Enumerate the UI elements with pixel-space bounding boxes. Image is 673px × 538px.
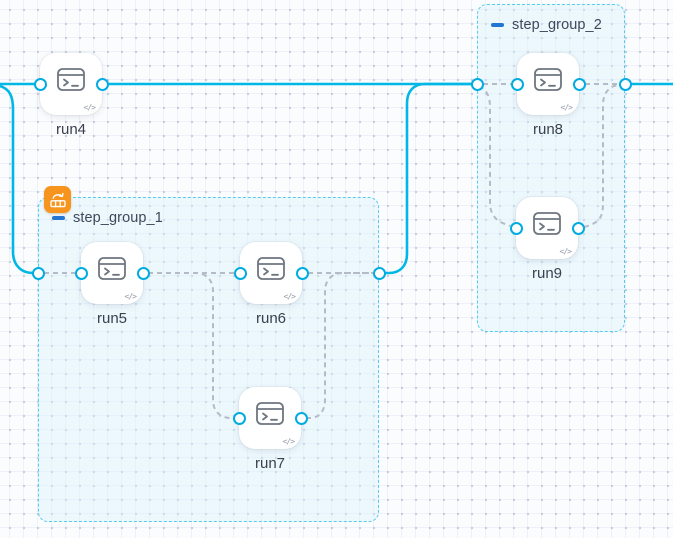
code-icon: </> — [283, 292, 296, 301]
node-label: run8 — [532, 121, 564, 138]
port-run7-in[interactable] — [232, 411, 246, 425]
node-card[interactable]: </> — [517, 53, 579, 115]
port-run5-in[interactable] — [74, 266, 88, 280]
port-run5-out[interactable] — [136, 266, 150, 280]
node-card[interactable]: </> — [40, 53, 102, 115]
node-card[interactable]: </> — [239, 387, 301, 449]
port-run7-out[interactable] — [294, 411, 308, 425]
code-icon: </> — [124, 292, 137, 301]
code-icon: </> — [282, 437, 295, 446]
edge-run9-group2-out[interactable] — [583, 84, 619, 228]
group-step-group-2[interactable]: step_group_2 — [477, 4, 625, 332]
edge-group2-in-run9[interactable] — [478, 85, 511, 227]
group-header: step_group_1 — [52, 210, 163, 226]
node-run9[interactable]: </> run9 — [516, 197, 578, 282]
port-run4-in[interactable] — [33, 77, 47, 91]
group-header: step_group_2 — [491, 17, 602, 33]
node-label: run7 — [254, 455, 286, 472]
node-run5[interactable]: </> run5 — [81, 242, 143, 327]
collapse-minus-icon[interactable] — [491, 23, 504, 27]
loop-steps-badge — [44, 186, 71, 213]
code-icon: </> — [559, 247, 572, 256]
port-run8-out[interactable] — [572, 77, 586, 91]
edge-step-group-1-step-group-2[interactable] — [377, 82, 478, 275]
edge-run5-run7[interactable] — [148, 272, 234, 419]
node-label: run9 — [531, 265, 563, 282]
code-icon: </> — [83, 103, 96, 112]
node-card[interactable]: </> — [81, 242, 143, 304]
group-title: step_group_2 — [512, 17, 602, 33]
group-title: step_group_1 — [73, 210, 163, 226]
port-run8-in[interactable] — [510, 77, 524, 91]
node-label: run6 — [255, 310, 287, 327]
edge-run7-group1-out[interactable] — [306, 272, 373, 419]
node-card[interactable]: </> — [516, 197, 578, 259]
terminal-icon — [534, 68, 562, 91]
node-run7[interactable]: </> run7 — [239, 387, 301, 472]
node-run4[interactable]: </> run4 — [40, 53, 102, 138]
node-run8[interactable]: </> run8 — [517, 53, 579, 138]
port-step-group-1-in[interactable] — [31, 266, 45, 280]
node-label: run4 — [55, 121, 87, 138]
terminal-icon — [533, 212, 561, 235]
port-step-group-2-out[interactable] — [618, 77, 632, 91]
node-label: run5 — [96, 310, 128, 327]
node-card[interactable]: </> — [240, 242, 302, 304]
port-step-group-1-out[interactable] — [372, 266, 386, 280]
port-run6-out[interactable] — [295, 266, 309, 280]
terminal-icon — [98, 257, 126, 280]
port-run4-out[interactable] — [95, 77, 109, 91]
collapse-minus-icon[interactable] — [52, 216, 65, 220]
port-run9-out[interactable] — [571, 221, 585, 235]
terminal-icon — [256, 402, 284, 425]
port-step-group-2-in[interactable] — [470, 77, 484, 91]
port-run9-in[interactable] — [509, 221, 523, 235]
loop-steps-icon — [49, 192, 66, 207]
edge-offscreen-left-step-group-1[interactable] — [0, 84, 39, 275]
terminal-icon — [257, 257, 285, 280]
code-icon: </> — [560, 103, 573, 112]
node-run6[interactable]: </> run6 — [240, 242, 302, 327]
terminal-icon — [57, 68, 85, 91]
port-run6-in[interactable] — [233, 266, 247, 280]
